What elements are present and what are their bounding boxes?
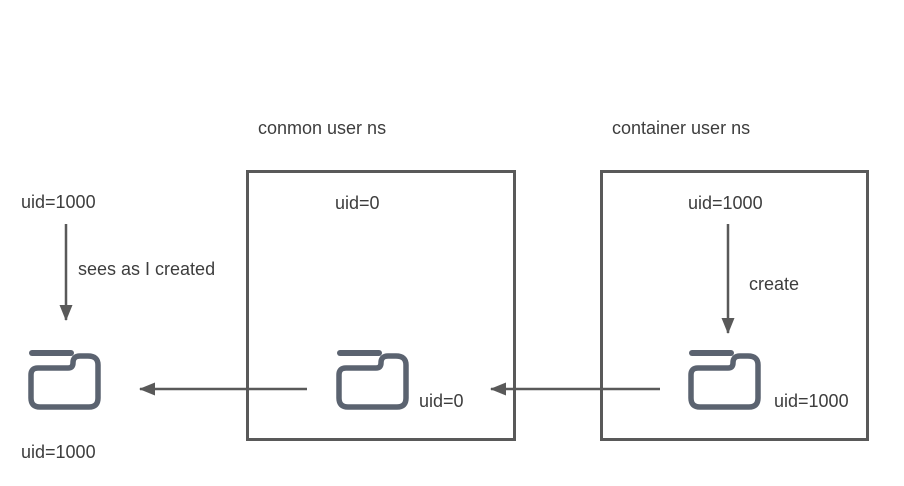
conmon-uid-label: uid=0	[335, 193, 380, 213]
container-user-ns-box	[600, 170, 869, 441]
folder-icon	[28, 350, 101, 410]
container-folder-uid-label: uid=1000	[774, 391, 849, 411]
folder-icon	[336, 350, 409, 410]
host-folder-uid-label: uid=1000	[21, 442, 96, 462]
conmon-folder-uid-label: uid=0	[419, 391, 464, 411]
folder-icon	[688, 350, 761, 410]
create-arrow-label: create	[749, 274, 800, 294]
container-ns-title: container user ns	[612, 118, 751, 138]
container-uid-label: uid=1000	[688, 193, 763, 213]
host-uid-label: uid=1000	[21, 192, 96, 212]
sees-arrow-label: sees as I created	[78, 259, 216, 279]
conmon-ns-title: conmon user ns	[258, 118, 387, 138]
conmon-user-ns-box	[246, 170, 516, 441]
